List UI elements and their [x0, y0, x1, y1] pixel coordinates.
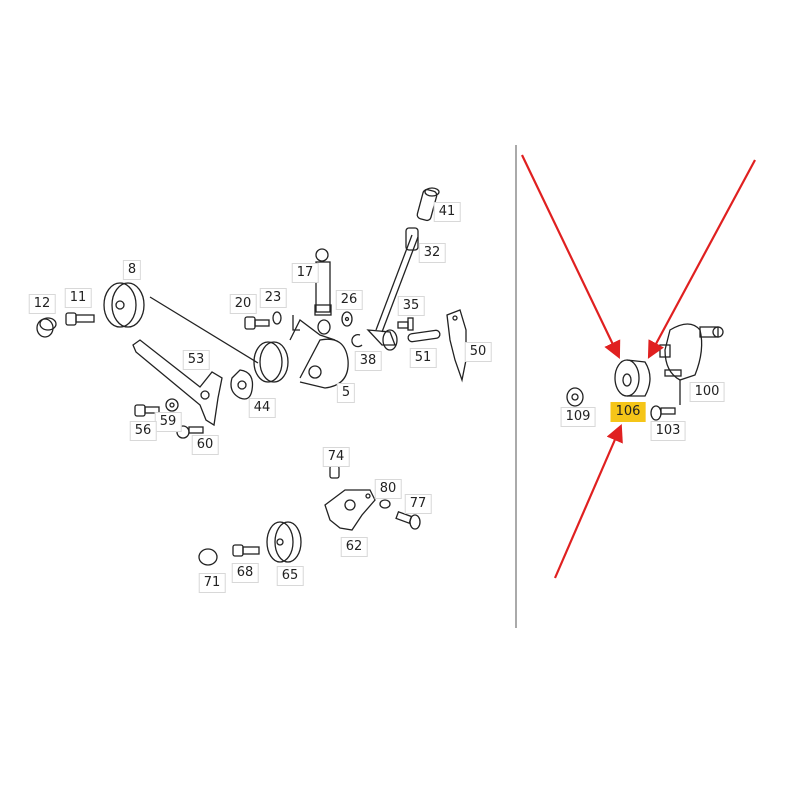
part-label-41: 41: [433, 202, 461, 222]
part-label-51: 51: [409, 348, 437, 368]
part-label-38: 38: [354, 351, 382, 371]
part-68-bolt: [232, 544, 260, 557]
part-label-5: 5: [336, 383, 356, 403]
part-106-hub: [614, 359, 651, 397]
part-56-bolt: [134, 404, 160, 417]
part-51-pin: [407, 329, 441, 343]
part-label-60: 60: [191, 435, 219, 455]
part-label-11: 11: [64, 288, 92, 308]
part-label-68: 68: [231, 563, 259, 583]
part-100-housing: [659, 323, 724, 381]
part-5-tensioner: [253, 315, 349, 389]
part-label-50: 50: [464, 342, 492, 362]
part-label-53: 53: [182, 350, 210, 370]
part-8-pulley: [103, 282, 259, 364]
part-44-gasket: [230, 369, 254, 400]
part-74-stud: [329, 465, 340, 479]
part-label-77: 77: [404, 494, 432, 514]
part-23-washer: [272, 311, 282, 325]
part-109-nut: [566, 387, 584, 407]
part-label-56: 56: [129, 421, 157, 441]
part-59-nut: [165, 398, 179, 412]
part-label-35: 35: [397, 296, 425, 316]
part-label-44: 44: [248, 398, 276, 418]
part-32-lever: [366, 329, 398, 351]
part-80-washer: [379, 499, 391, 509]
part-53-bracket: [132, 339, 223, 427]
part-20-bolt: [244, 316, 270, 330]
part-label-59: 59: [154, 412, 182, 432]
part-77-bolt: [395, 510, 421, 530]
part-label-74: 74: [322, 447, 350, 467]
part-label-23: 23: [259, 288, 287, 308]
part-17-damper: [314, 248, 332, 335]
part-label-26: 26: [335, 290, 363, 310]
part-label-17: 17: [291, 263, 319, 283]
part-label-32: 32: [418, 243, 446, 263]
part-60-bolt: [176, 425, 204, 439]
part-71-cap: [198, 548, 218, 566]
part-label-109: 109: [560, 407, 596, 427]
part-32-rod: [375, 227, 419, 333]
part-label-62: 62: [340, 537, 368, 557]
red-arrow-3: [553, 423, 623, 579]
part-label-80: 80: [374, 479, 402, 499]
part-12-cap: [36, 317, 57, 338]
part-38-clip: [351, 333, 363, 348]
part-11-bolt: [65, 312, 95, 326]
part-label-20: 20: [229, 294, 257, 314]
part-label-65: 65: [276, 566, 304, 586]
part-label-8: 8: [122, 260, 142, 280]
part-label-100: 100: [689, 382, 725, 402]
part-label-103: 103: [650, 421, 686, 441]
part-26-washer: [341, 311, 353, 327]
part-65-pulley: [266, 521, 302, 563]
part-label-12: 12: [28, 294, 56, 314]
part-label-71: 71: [198, 573, 226, 593]
part-50-bracket: [446, 309, 467, 383]
part-62-bracket: [324, 489, 376, 531]
part-label-106: 106: [610, 402, 646, 422]
part-103-bolt: [650, 380, 681, 421]
part-35-bolt: [397, 317, 414, 331]
red-arrow-1: [521, 154, 621, 359]
red-arrow-2: [647, 159, 756, 359]
